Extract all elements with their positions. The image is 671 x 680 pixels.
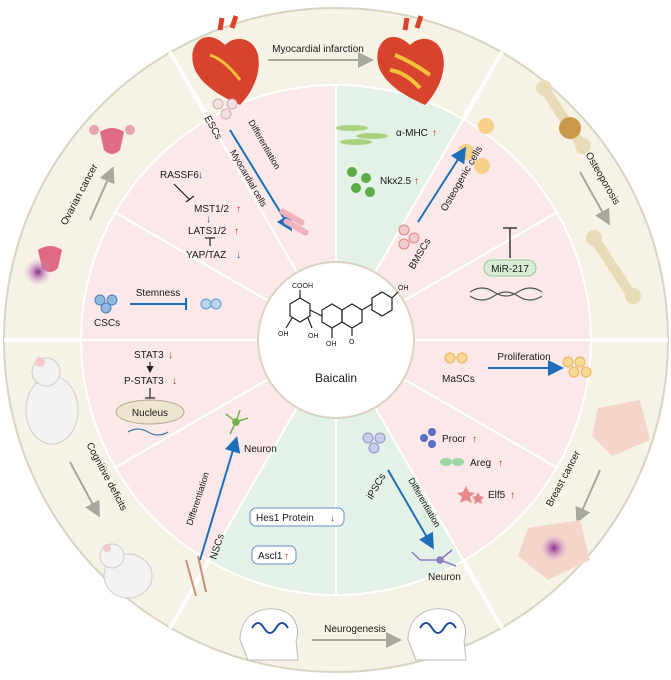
uterus-icon-tumor [24,246,62,286]
nscs-cells-icon [185,555,207,597]
nkx25-label: Nkx2.5 [380,176,412,187]
o-label: O [349,339,355,346]
rassf6-down-arrow: ↓ [198,170,203,181]
heart-icon-right [377,15,444,106]
cooh-label: COOH [292,283,313,290]
mst-down-arrow: ↓ [206,214,211,225]
rat-icon-healthy [25,357,79,445]
mst-up-arrow: ↑ [236,204,241,215]
hes1-down-arrow: ↓ [330,513,335,524]
heart-icon-left [192,15,259,106]
yap-down-arrow: ↓ [236,250,241,261]
breast-tissue-icon-top [592,400,650,456]
stat3-label: STAT3 [134,350,164,361]
elf5-up-arrow: ↑ [510,490,515,501]
outer-neurogenesis: Neurogenesis [324,624,386,635]
stat3-dna-icon [127,428,169,436]
nscs-neuron-icon [225,409,249,435]
mascs-process: Proliferation [497,352,550,363]
uterus-icon-healthy [89,125,135,154]
ascl1-box [251,545,297,565]
hes1-box [249,507,345,527]
areg-icon [440,458,464,466]
procr-icon [420,428,436,448]
procr-label: Procr [442,434,467,445]
areg-up-arrow: ↑ [498,458,503,469]
oh-label-left: OH [278,331,289,338]
oh-label-right: OH [398,285,409,292]
alpha-mhc-up-arrow: ↑ [432,128,437,139]
bone-icon-osteoporotic [586,230,641,304]
breast-tissue-icon-tumor [518,520,590,580]
rassf6-label: RASSF6 [160,170,199,181]
ascl1-label: Ascl1 [258,551,283,562]
nucleus-oval [115,399,185,425]
oh-label-bottom: OH [326,341,337,348]
cscs-cells-icon [94,294,118,314]
myocardial-cells-icon [279,208,309,236]
mir-pill [483,259,537,277]
ipscs-cells-icon [362,432,386,454]
nkx25-icon [347,167,375,197]
mst-label: MST1/2 [194,204,229,215]
escs-cells-icon [212,98,238,120]
bone-icon-healthy [536,80,591,154]
ipscs-neuron-icon [411,549,457,567]
cscs-label: CSCs [94,318,120,329]
head-icon-right [407,608,467,661]
nscs-target: Neuron [244,444,277,455]
center-circle [257,261,415,419]
hes1-label: Hes1 Protein [256,513,314,524]
stat3-down-arrow: ↓ [168,350,173,361]
head-icon-left [239,608,299,661]
nscs-arrow [199,436,241,561]
elf5-icon [457,486,484,504]
bmscs-cells-icon [398,224,420,250]
baicalin-structure [285,290,399,338]
nucleus-label: Nucleus [132,408,168,419]
lats-up-arrow: ↑ [234,226,239,237]
mir-label: MiR-217 [491,264,529,275]
nkx25-up-arrow: ↑ [414,176,419,187]
mascs-cells-icon [444,352,468,364]
pstat3-down-arrow: ↓ [172,376,177,387]
dna-icon [469,287,543,297]
ascl1-up-arrow: ↑ [284,551,289,562]
ipscs-target: Neuron [428,572,461,583]
procr-up-arrow: ↑ [472,434,477,445]
elf5-label: Elf5 [488,490,506,501]
areg-label: Areg [470,458,491,469]
pstat3-label: P-STAT3 [124,376,164,387]
rat-icon-impaired [99,543,153,599]
bmscs-arrow [417,146,467,223]
compound-name: Baicalin [315,371,357,385]
lats-label: LATS1/2 [188,226,227,237]
mascs-label: MaSCs [442,374,475,385]
ipscs-arrow [387,469,435,550]
alpha-mhc-label: α-MHC [396,128,428,139]
yap-label: YAP/TAZ [186,250,226,261]
oh-label-mid: OH [308,333,319,340]
alpha-mhc-icon [336,125,388,145]
cscs-process: Stemness [136,288,180,299]
outer-myocardial-infarction: Myocardial infarction [272,44,364,55]
cscs-target-icon [200,298,222,310]
proliferated-cells-icon [562,356,592,378]
